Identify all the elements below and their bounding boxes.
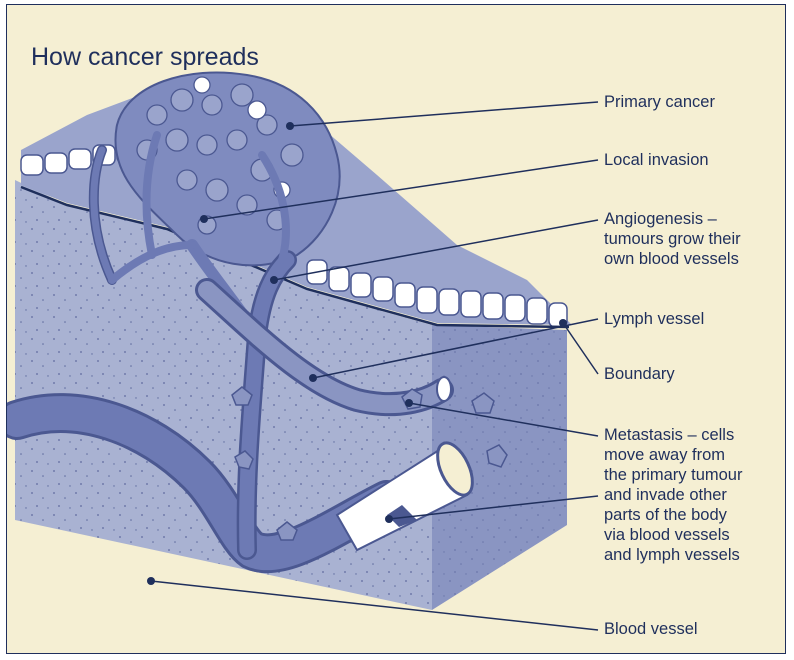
diagram-frame: How cancer spreads <box>6 4 786 654</box>
label-blood-vessel: Blood vessel <box>604 619 698 639</box>
metastasis-line: parts of the body <box>604 505 742 525</box>
metastasis-line: the primary tumour <box>604 465 742 485</box>
label-metastasis: Metastasis – cells move away from the pr… <box>604 425 742 565</box>
angiogenesis-line: Angiogenesis – <box>604 209 741 229</box>
label-primary-cancer: Primary cancer <box>604 92 715 112</box>
metastasis-line: and lymph vessels <box>604 545 742 565</box>
metastasis-line: and invade other <box>604 485 742 505</box>
angiogenesis-line: own blood vessels <box>604 249 741 269</box>
metastasis-line: via blood vessels <box>604 525 742 545</box>
metastasis-line: move away from <box>604 445 742 465</box>
label-boundary: Boundary <box>604 364 675 384</box>
metastasis-line: Metastasis – cells <box>604 425 742 445</box>
label-lymph-vessel: Lymph vessel <box>604 309 704 329</box>
label-local-invasion: Local invasion <box>604 150 709 170</box>
angiogenesis-line: tumours grow their <box>604 229 741 249</box>
label-angiogenesis: Angiogenesis – tumours grow their own bl… <box>604 209 741 269</box>
